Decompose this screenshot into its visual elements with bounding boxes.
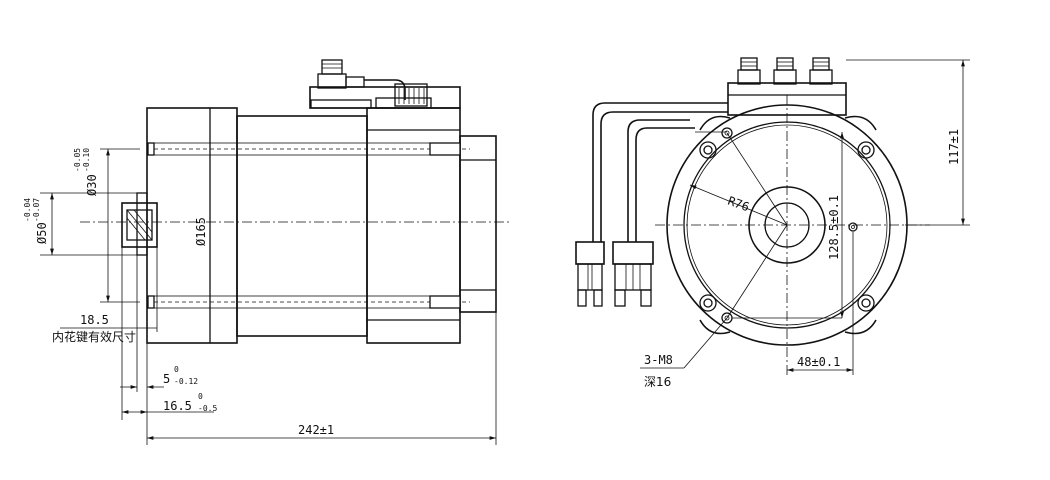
dim-a-tol-lower: -0.12 (174, 377, 198, 386)
end-terminal-stud-1 (737, 57, 761, 85)
flange-lobe-tl (699, 115, 731, 131)
thread-note: 3-M8 (644, 353, 673, 367)
dim-shaft: Ø30 (85, 174, 99, 196)
end-terminal-stud-2 (773, 57, 797, 85)
thread-hole-top (721, 127, 733, 139)
rear-cap (459, 135, 497, 313)
dim-radius: R76 (726, 194, 751, 215)
dim-pilot-tol-lower: -0.07 (32, 198, 41, 222)
terminal-stud-1 (317, 73, 347, 89)
mount-hole-tl (699, 141, 717, 159)
spline-note: 内花键有效尺寸 (52, 329, 136, 344)
dim-length: 242±1 (298, 423, 334, 437)
bolt-circle (686, 124, 888, 326)
shaft-hub (121, 202, 158, 248)
cable-1 (592, 102, 728, 242)
center-bore-inner (764, 202, 810, 248)
dim-main-diameter: Ø165 (194, 217, 208, 246)
dim-spline: 18.5 (80, 313, 109, 327)
dim-pilot-tol-upper: -0.04 (23, 198, 32, 222)
connector-left (575, 241, 605, 307)
side-view: Ø30 -0.05 -0.10 Ø50 -0.04 -0.07 Ø165 18.… (23, 59, 510, 445)
dim-b-tol-lower: -0.5 (198, 404, 217, 413)
dim-shaft-tol-upper: -0.05 (73, 148, 82, 172)
depth-note: 深16 (644, 375, 671, 389)
dim-b: 16.5 (163, 399, 192, 413)
mount-hole-tr (857, 141, 875, 159)
dim-pilot: Ø50 (35, 222, 49, 244)
dim-a-tol-upper: 0 (174, 365, 179, 374)
end-view: R76 (575, 57, 970, 389)
dim-shaft-tol-lower: -0.10 (82, 148, 91, 172)
end-terminal-block (727, 82, 847, 116)
end-terminal-stud-3 (809, 57, 833, 85)
dim-top-height: 117±1 (947, 129, 961, 165)
cable-2 (627, 119, 690, 242)
mount-hole-br (857, 294, 875, 312)
thread-hole-right (848, 222, 858, 232)
connector-right (612, 241, 654, 307)
pilot-boss (136, 192, 148, 256)
encoder-connector (394, 83, 428, 107)
mount-hole-bl (699, 294, 717, 312)
center-bore-outer (748, 186, 826, 264)
terminal-cable (364, 79, 406, 100)
dim-a: 5 (163, 372, 170, 386)
dim-vertical-offset: 128.5±0.1 (827, 195, 841, 260)
dim-b-tol-upper: 0 (198, 392, 203, 401)
dim-horizontal-offset: 48±0.1 (797, 355, 840, 369)
